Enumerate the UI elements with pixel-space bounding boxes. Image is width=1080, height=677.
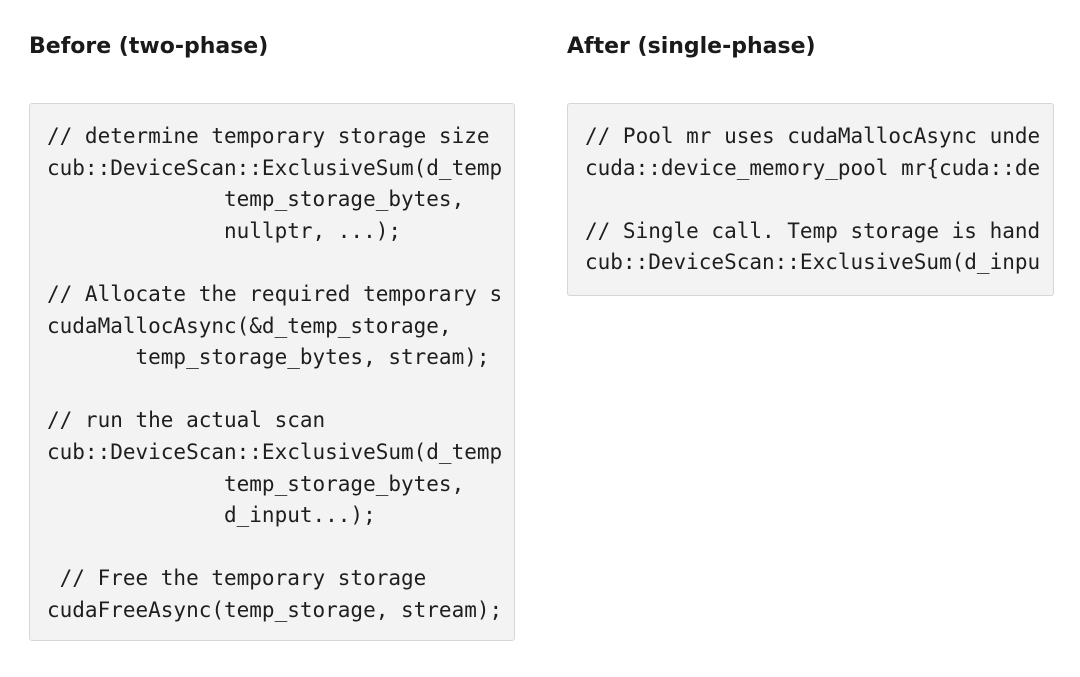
after-code-text: // Pool mr uses cudaMallocAsync unde cud…	[585, 124, 1041, 275]
after-code-block: // Pool mr uses cudaMallocAsync unde cud…	[567, 103, 1054, 296]
after-heading: After (single-phase)	[567, 34, 816, 59]
before-code-block: // determine temporary storage size cub:…	[29, 103, 515, 641]
before-heading: Before (two-phase)	[29, 34, 269, 59]
before-code-text: // determine temporary storage size cub:…	[47, 124, 503, 622]
